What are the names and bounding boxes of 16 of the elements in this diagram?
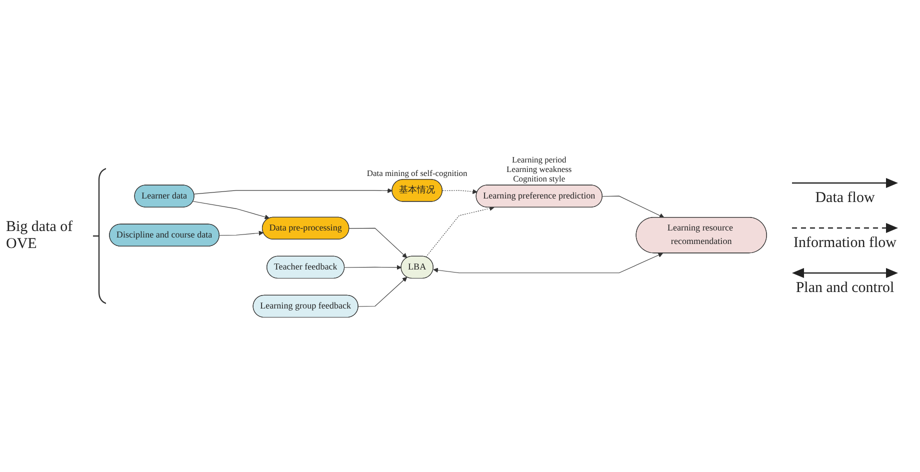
node-caption: Learning period Learning weakness Cognition style [506,154,572,184]
arrow [348,228,408,258]
arrow [344,265,402,270]
legend-label: Data flow [815,190,875,206]
arrow [194,188,392,194]
legend-label: Information flow [794,234,896,252]
arrow [442,189,478,194]
arrow [426,206,494,258]
group-label: Big data of OVE [6,219,74,253]
arrow [219,230,264,236]
arrow [358,277,408,307]
node-caption: Data mining of self-cognition [366,168,468,178]
arrow [192,201,270,220]
legend-label: Plan and control [796,280,894,296]
arrow [602,196,664,218]
arrow [433,252,664,274]
